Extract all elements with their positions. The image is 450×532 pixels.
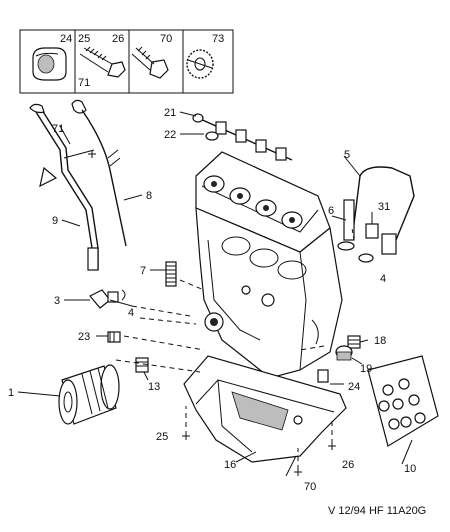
inset-label-25: 25: [78, 33, 90, 45]
rocker-shaft: [192, 113, 293, 161]
callout-21: 21: [164, 107, 176, 119]
callout-13: 13: [148, 381, 160, 393]
filter-union: [135, 357, 149, 373]
oil-filter: [58, 364, 120, 425]
callout-3: 3: [54, 295, 60, 307]
callout-22: 22: [164, 129, 176, 141]
callout-4b: 4: [380, 273, 386, 285]
callout-8: 8: [146, 190, 152, 202]
callout-23: 23: [78, 331, 90, 343]
callout-26: 26: [342, 459, 354, 471]
drain-plug-18: [347, 335, 361, 349]
plug: [107, 331, 121, 343]
callout-10: 10: [404, 463, 416, 475]
hex-bolt-icon: [79, 46, 126, 78]
callouts: 1 3 4 4 5 6 7 8 9 10 13 16 18 19 21 22 2…: [8, 107, 416, 493]
callout-19: 19: [360, 363, 372, 375]
reference-code: V 12/94 HF 11A20G: [328, 505, 426, 517]
callout-1: 1: [8, 387, 14, 399]
callout-70: 70: [304, 481, 316, 493]
inset-label-26: 26: [112, 33, 124, 45]
inset-label-73: 73: [212, 33, 224, 45]
oil-sump: [183, 355, 347, 463]
callout-9: 9: [52, 215, 58, 227]
callout-24: 24: [348, 381, 360, 393]
spring: [165, 261, 177, 287]
oil-pressure-switch: [89, 289, 126, 309]
engine-block: [195, 151, 343, 379]
callout-18: 18: [374, 335, 386, 347]
callout-16: 16: [224, 459, 236, 471]
callout-7: 7: [140, 265, 146, 277]
callout-25: 25: [156, 431, 168, 443]
leader-lines: [17, 111, 413, 477]
inset-label-71: 71: [78, 77, 90, 89]
drain-plug-19: [335, 345, 353, 361]
bolt-icon: [131, 46, 169, 79]
dipstick-assembly: [29, 99, 127, 271]
callout-31: 31: [378, 201, 390, 213]
sensor-cable: [337, 166, 415, 263]
serrated-washer-icon: [186, 49, 214, 79]
fastener-inset: 24 25 26 71 70 73: [19, 29, 234, 94]
callout-71: 71: [52, 123, 64, 135]
inset-label-24: 24: [60, 33, 72, 45]
callout-5: 5: [344, 149, 350, 161]
crosshair-markers: [88, 150, 336, 476]
callout-6: 6: [328, 205, 334, 217]
inset-label-70: 70: [160, 33, 172, 45]
callout-4a: 4: [128, 307, 134, 319]
bushing-icon: [32, 47, 67, 81]
gasket-plate: [367, 355, 439, 447]
